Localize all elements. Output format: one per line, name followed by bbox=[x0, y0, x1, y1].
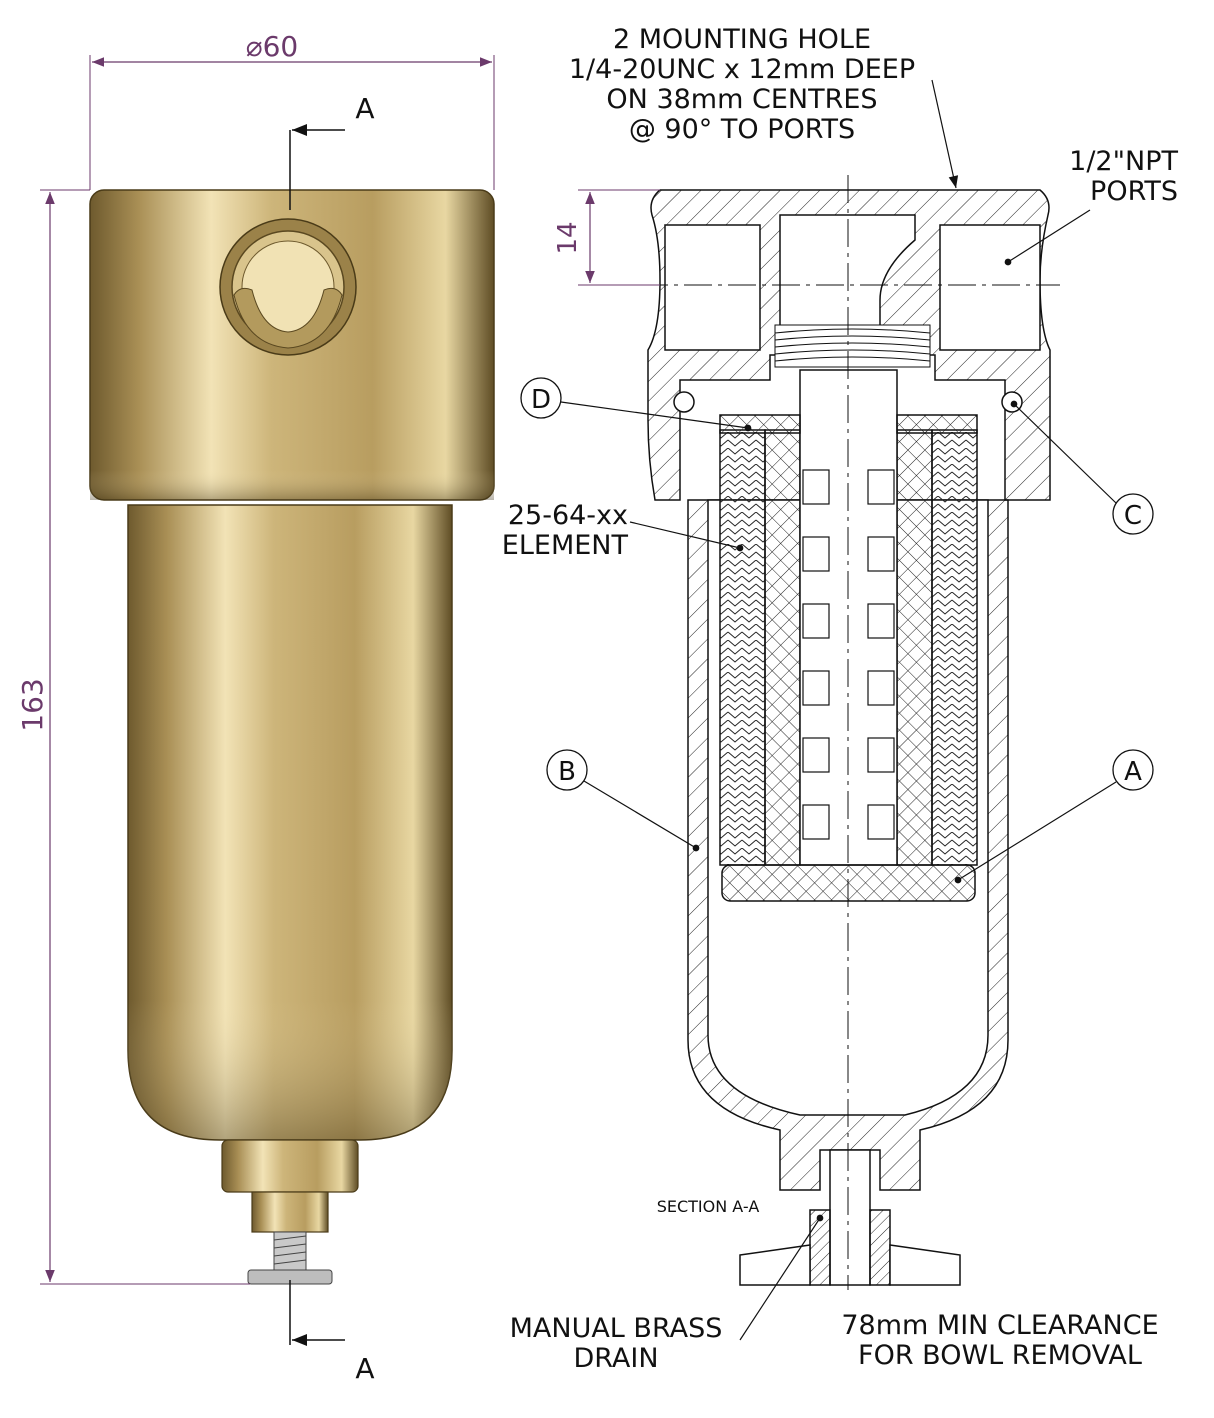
diameter-dimension: ⌀60 bbox=[89, 30, 495, 190]
drain-body bbox=[221, 1139, 359, 1193]
element-line-1: 25-64-xx bbox=[508, 500, 628, 531]
drain-thread bbox=[273, 1231, 307, 1273]
ports-line-2: PORTS bbox=[1090, 176, 1178, 207]
height-dimension: 163 bbox=[16, 189, 250, 1285]
section-view bbox=[640, 175, 1060, 1290]
ports-line-1: 1/2"NPT bbox=[1069, 146, 1178, 177]
thread-icon bbox=[774, 324, 931, 368]
core-windows bbox=[802, 469, 895, 840]
filter-3d-view bbox=[89, 189, 495, 1285]
clearance-line-1: 78mm MIN CLEARANCE bbox=[841, 1310, 1158, 1341]
drain-section bbox=[829, 1149, 871, 1286]
svg-text:B: B bbox=[558, 757, 576, 787]
section-letter-top: A bbox=[355, 92, 374, 125]
section-letter-bottom: A bbox=[355, 1352, 374, 1385]
drain-line-1: MANUAL BRASS bbox=[510, 1313, 723, 1344]
balloon-b: B bbox=[546, 749, 700, 852]
svg-text:C: C bbox=[1124, 501, 1142, 531]
mounting-hole-line-1: 2 MOUNTING HOLE bbox=[613, 24, 871, 55]
port-depth-dimension: 14 bbox=[553, 189, 660, 286]
balloon-c: C bbox=[1010, 400, 1154, 535]
port-icon bbox=[219, 218, 357, 356]
mounting-hole-line-4: @ 90° TO PORTS bbox=[629, 114, 855, 145]
section-marker-bottom: A bbox=[289, 1280, 375, 1385]
ports-callout: 1/2"NPT PORTS bbox=[1004, 146, 1179, 266]
clearance-note: 78mm MIN CLEARANCE FOR BOWL REMOVAL bbox=[841, 1310, 1158, 1371]
section-title: SECTION A-A bbox=[657, 1197, 760, 1216]
seal-left bbox=[673, 391, 695, 413]
mounting-hole-line-3: ON 38mm CENTRES bbox=[606, 84, 877, 115]
drain-line-2: DRAIN bbox=[573, 1343, 658, 1374]
mounting-hole-callout: 2 MOUNTING HOLE 1/4-20UNC x 12mm DEEP ON… bbox=[569, 24, 959, 189]
drain-nut bbox=[251, 1191, 329, 1233]
section-marker-top: A bbox=[289, 92, 375, 210]
port-depth-label: 14 bbox=[553, 221, 583, 254]
balloon-d: D bbox=[520, 377, 752, 432]
drain-callout: MANUAL BRASS DRAIN bbox=[510, 1214, 824, 1374]
element-callout: 25-64-xx ELEMENT bbox=[502, 500, 744, 561]
balloon-a: A bbox=[954, 749, 1154, 884]
element-mesh-left bbox=[764, 429, 801, 866]
svg-text:A: A bbox=[1124, 757, 1142, 787]
mounting-hole-line-2: 1/4-20UNC x 12mm DEEP bbox=[569, 54, 915, 85]
height-label: 163 bbox=[16, 678, 49, 731]
diameter-label: ⌀60 bbox=[246, 30, 299, 63]
element-outer-left bbox=[719, 429, 766, 866]
svg-text:D: D bbox=[531, 385, 551, 415]
element-line-2: ELEMENT bbox=[502, 530, 629, 561]
clearance-line-2: FOR BOWL REMOVAL bbox=[858, 1340, 1142, 1371]
